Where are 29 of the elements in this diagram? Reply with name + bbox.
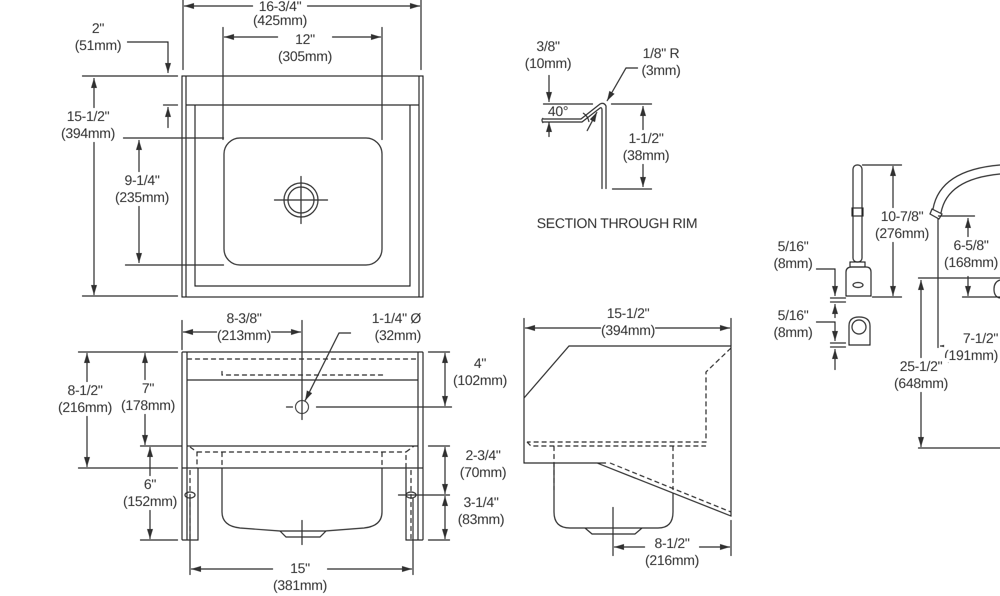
dimension-label: 15-1/2" (394mm): [601, 305, 655, 339]
dimension-label: 7-1/2" (191mm): [944, 330, 998, 364]
leader-line: [606, 67, 638, 102]
angle-label: 40°: [548, 103, 568, 120]
dimension-label: 6" (152mm): [123, 476, 177, 510]
dimension-label: 15-1/2" (394mm): [61, 108, 115, 142]
leader-line: [304, 332, 351, 401]
dimension-label: 8-3/8" (213mm): [217, 310, 271, 344]
rim-section-drawing: [541, 102, 607, 189]
dimension-label: 6-5/8" (168mm): [944, 237, 998, 271]
dimension-label: 10-7/8" (276mm): [875, 208, 929, 242]
dimension-label: 7" (178mm): [121, 380, 175, 414]
dimension-label: 4" (102mm): [453, 355, 507, 389]
dimension-label: 3-1/4" (83mm): [458, 494, 504, 528]
dimension-label: 1-1/2" (38mm): [622, 130, 670, 164]
dimension-label: 15" (381mm): [273, 560, 327, 594]
drain-hole: [295, 400, 309, 414]
dimension-label: 5/16" (8mm): [774, 238, 812, 272]
dimension-label: 3/8" (10mm): [524, 38, 572, 72]
dimension-label: 9-1/4" (235mm): [115, 172, 169, 206]
dimension-label: 12" (305mm): [278, 31, 332, 65]
dimension-label: 2" (51mm): [74, 20, 122, 54]
view-caption: SECTION THROUGH RIM: [536, 215, 698, 232]
dimension-label: 5/16" (8mm): [774, 307, 812, 341]
dimension-label: 8-1/2" (216mm): [645, 535, 699, 569]
dimension-label: 8-1/2" (216mm): [58, 382, 112, 416]
dimension-label: 25-1/2" (648mm): [894, 358, 948, 392]
dimension-label: 16-3/4" (425mm): [253, 0, 307, 27]
dimension-label: 2-3/4" (70mm): [460, 447, 506, 481]
